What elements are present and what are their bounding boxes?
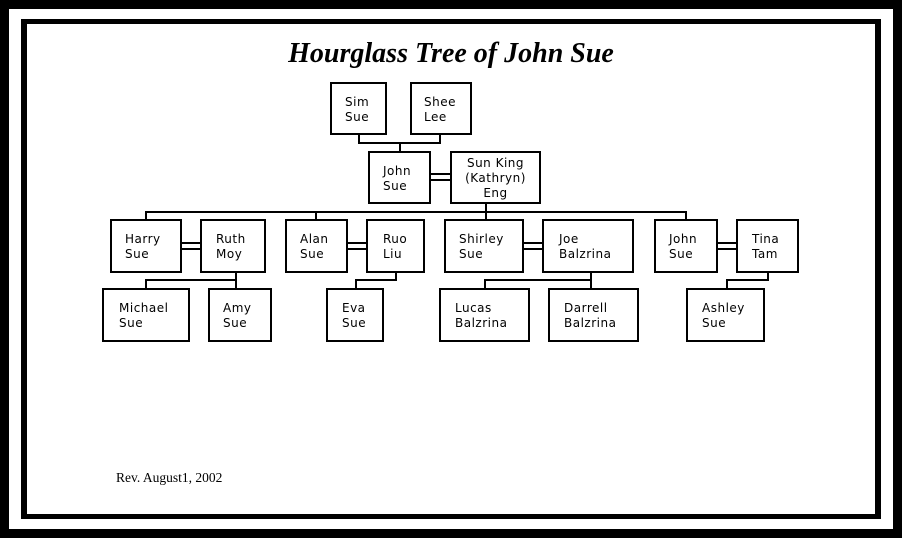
person-name: Shirley Sue [459,232,504,261]
person-box-amy-sue: Amy Sue [208,288,272,342]
person-box-joe-balzrina: Joe Balzrina [542,219,634,273]
connector [395,272,397,281]
person-name: Ruo Liu [383,232,408,261]
marriage-line [181,248,201,250]
connector [235,279,237,289]
person-box-tina-tam: Tina Tam [736,219,799,273]
connector [145,211,687,213]
person-box-eva-sue: Eva Sue [326,288,384,342]
person-box-darrell-balzrina: Darrell Balzrina [548,288,639,342]
connector [484,279,592,281]
connector [439,134,441,144]
person-name: Ashley Sue [702,301,745,330]
connector [399,142,401,152]
person-name: Eva Sue [342,301,367,330]
connector [726,279,728,289]
revision-date: Rev. August1, 2002 [116,470,223,485]
person-name: Lucas Balzrina [455,301,508,330]
person-name: Amy Sue [223,301,252,330]
marriage-line [430,173,450,175]
connector [726,279,769,281]
connector [685,211,687,220]
person-box-sun-king-eng: Sun King (Kathryn) Eng [450,151,541,204]
person-box-shirley-sue: Shirley Sue [444,219,524,273]
connector [145,211,147,220]
person-box-harry-sue: Harry Sue [110,219,182,273]
person-name: Alan Sue [300,232,329,261]
person-box-john-sue-jr: John Sue [654,219,718,273]
connector [590,272,592,281]
person-box-sim-sue: Sim Sue [330,82,387,135]
connector [767,272,769,281]
person-name: Sim Sue [345,95,370,124]
connector [484,279,486,289]
marriage-line [717,248,737,250]
person-box-john-sue: John Sue [368,151,431,204]
connector [315,211,317,220]
connector [485,211,487,220]
person-box-lucas-balzrina: Lucas Balzrina [439,288,530,342]
person-name: Sun King (Kathryn) Eng [465,156,526,200]
person-name: Shee Lee [424,95,456,124]
connector [485,203,487,213]
person-name: Michael Sue [119,301,169,330]
marriage-line [347,242,367,244]
marriage-line [523,248,543,250]
person-box-ashley-sue: Ashley Sue [686,288,765,342]
marriage-line [430,179,450,181]
person-name: Joe Balzrina [559,232,612,261]
person-name: Darrell Balzrina [564,301,617,330]
person-box-shee-lee: Shee Lee [410,82,472,135]
marriage-line [717,242,737,244]
person-name: Tina Tam [752,232,780,261]
person-box-alan-sue: Alan Sue [285,219,348,273]
person-name: John Sue [669,232,698,261]
marriage-line [181,242,201,244]
connector [358,134,360,144]
connector [590,279,592,289]
connector [355,279,397,281]
connector [145,279,237,281]
connector [355,279,357,289]
person-box-ruo-liu: Ruo Liu [366,219,425,273]
connector [235,272,237,281]
person-box-ruth-moy: Ruth Moy [200,219,266,273]
person-name: John Sue [383,164,412,193]
person-name: Harry Sue [125,232,161,261]
person-box-michael-sue: Michael Sue [102,288,190,342]
person-name: Ruth Moy [216,232,246,261]
marriage-line [347,248,367,250]
connector [145,279,147,289]
diagram-title: Hourglass Tree of John Sue [288,38,614,69]
marriage-line [523,242,543,244]
